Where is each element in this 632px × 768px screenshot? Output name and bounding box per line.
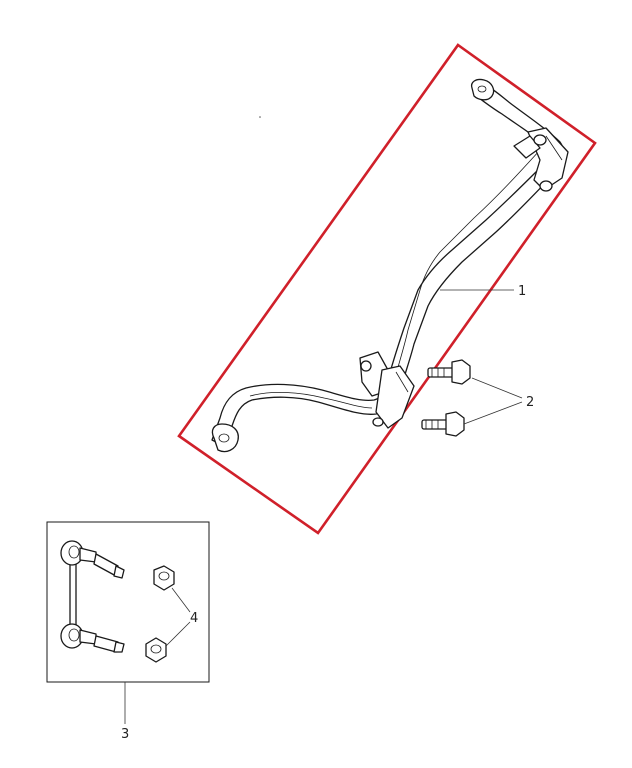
upper-bushing-bracket[interactable]: [513, 127, 569, 192]
highlight-frame: [177, 43, 597, 535]
nut-upper[interactable]: [153, 565, 175, 591]
leader-2b: [463, 401, 523, 425]
leader-2a: [471, 377, 523, 399]
callout-3: 3: [121, 727, 129, 742]
leader-4b: [165, 621, 191, 647]
nut-lower[interactable]: [145, 637, 167, 663]
link-kit-box: [46, 521, 210, 683]
bolt-lower[interactable]: [421, 411, 465, 437]
stray-mark: [259, 116, 261, 118]
callout-1: 1: [518, 284, 526, 299]
callout-4: 4: [190, 611, 198, 626]
leader-4a: [171, 587, 191, 613]
bolt-upper[interactable]: [427, 359, 471, 385]
stabilizer-bar[interactable]: [211, 78, 565, 453]
sway-bar-link[interactable]: [60, 540, 125, 653]
callout-2: 2: [526, 395, 534, 410]
lower-bushing-bracket[interactable]: [359, 351, 415, 429]
